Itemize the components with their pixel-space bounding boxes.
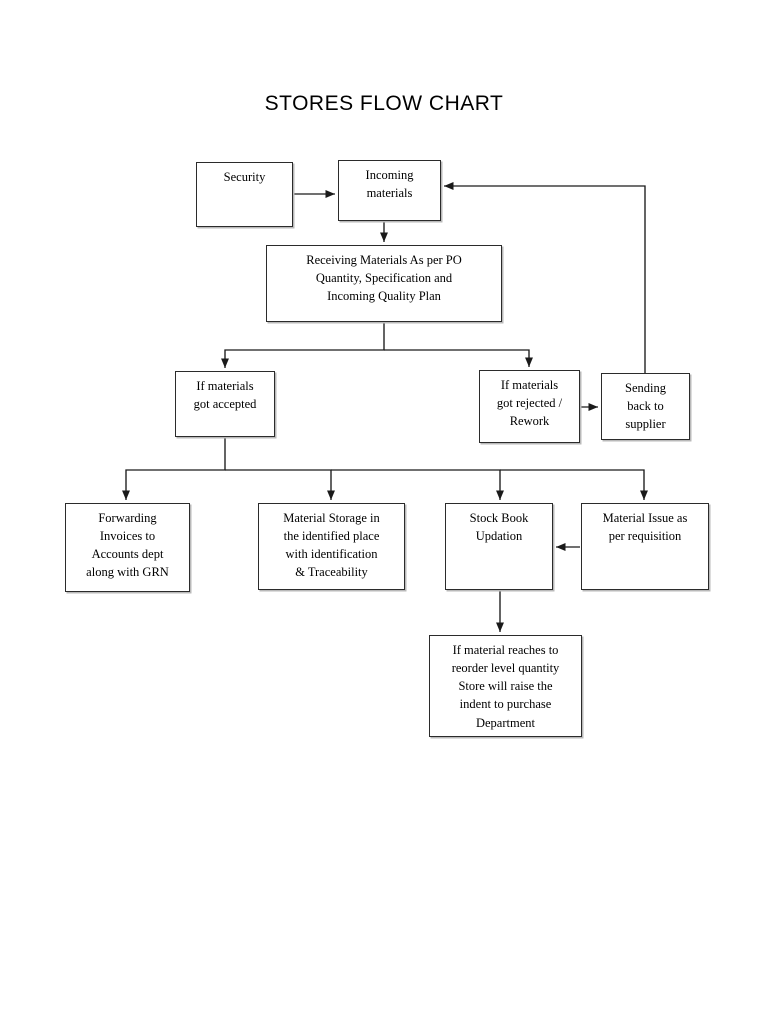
node-label-security: Security — [223, 170, 266, 184]
edge-accepted-to-forwarding — [121, 437, 226, 501]
edge-accepted-to-storage — [225, 469, 336, 501]
edge-accepted-to-stock-book — [331, 469, 505, 501]
node-security: Security — [196, 162, 293, 227]
edge-receiving-to-accepted — [220, 322, 385, 369]
edge-receiving-to-rejected — [384, 349, 534, 368]
page-title: STORES FLOW CHART — [264, 92, 504, 115]
edge-accepted-to-material-issue — [500, 469, 649, 501]
edge-sending-back-to-incoming — [443, 181, 646, 373]
